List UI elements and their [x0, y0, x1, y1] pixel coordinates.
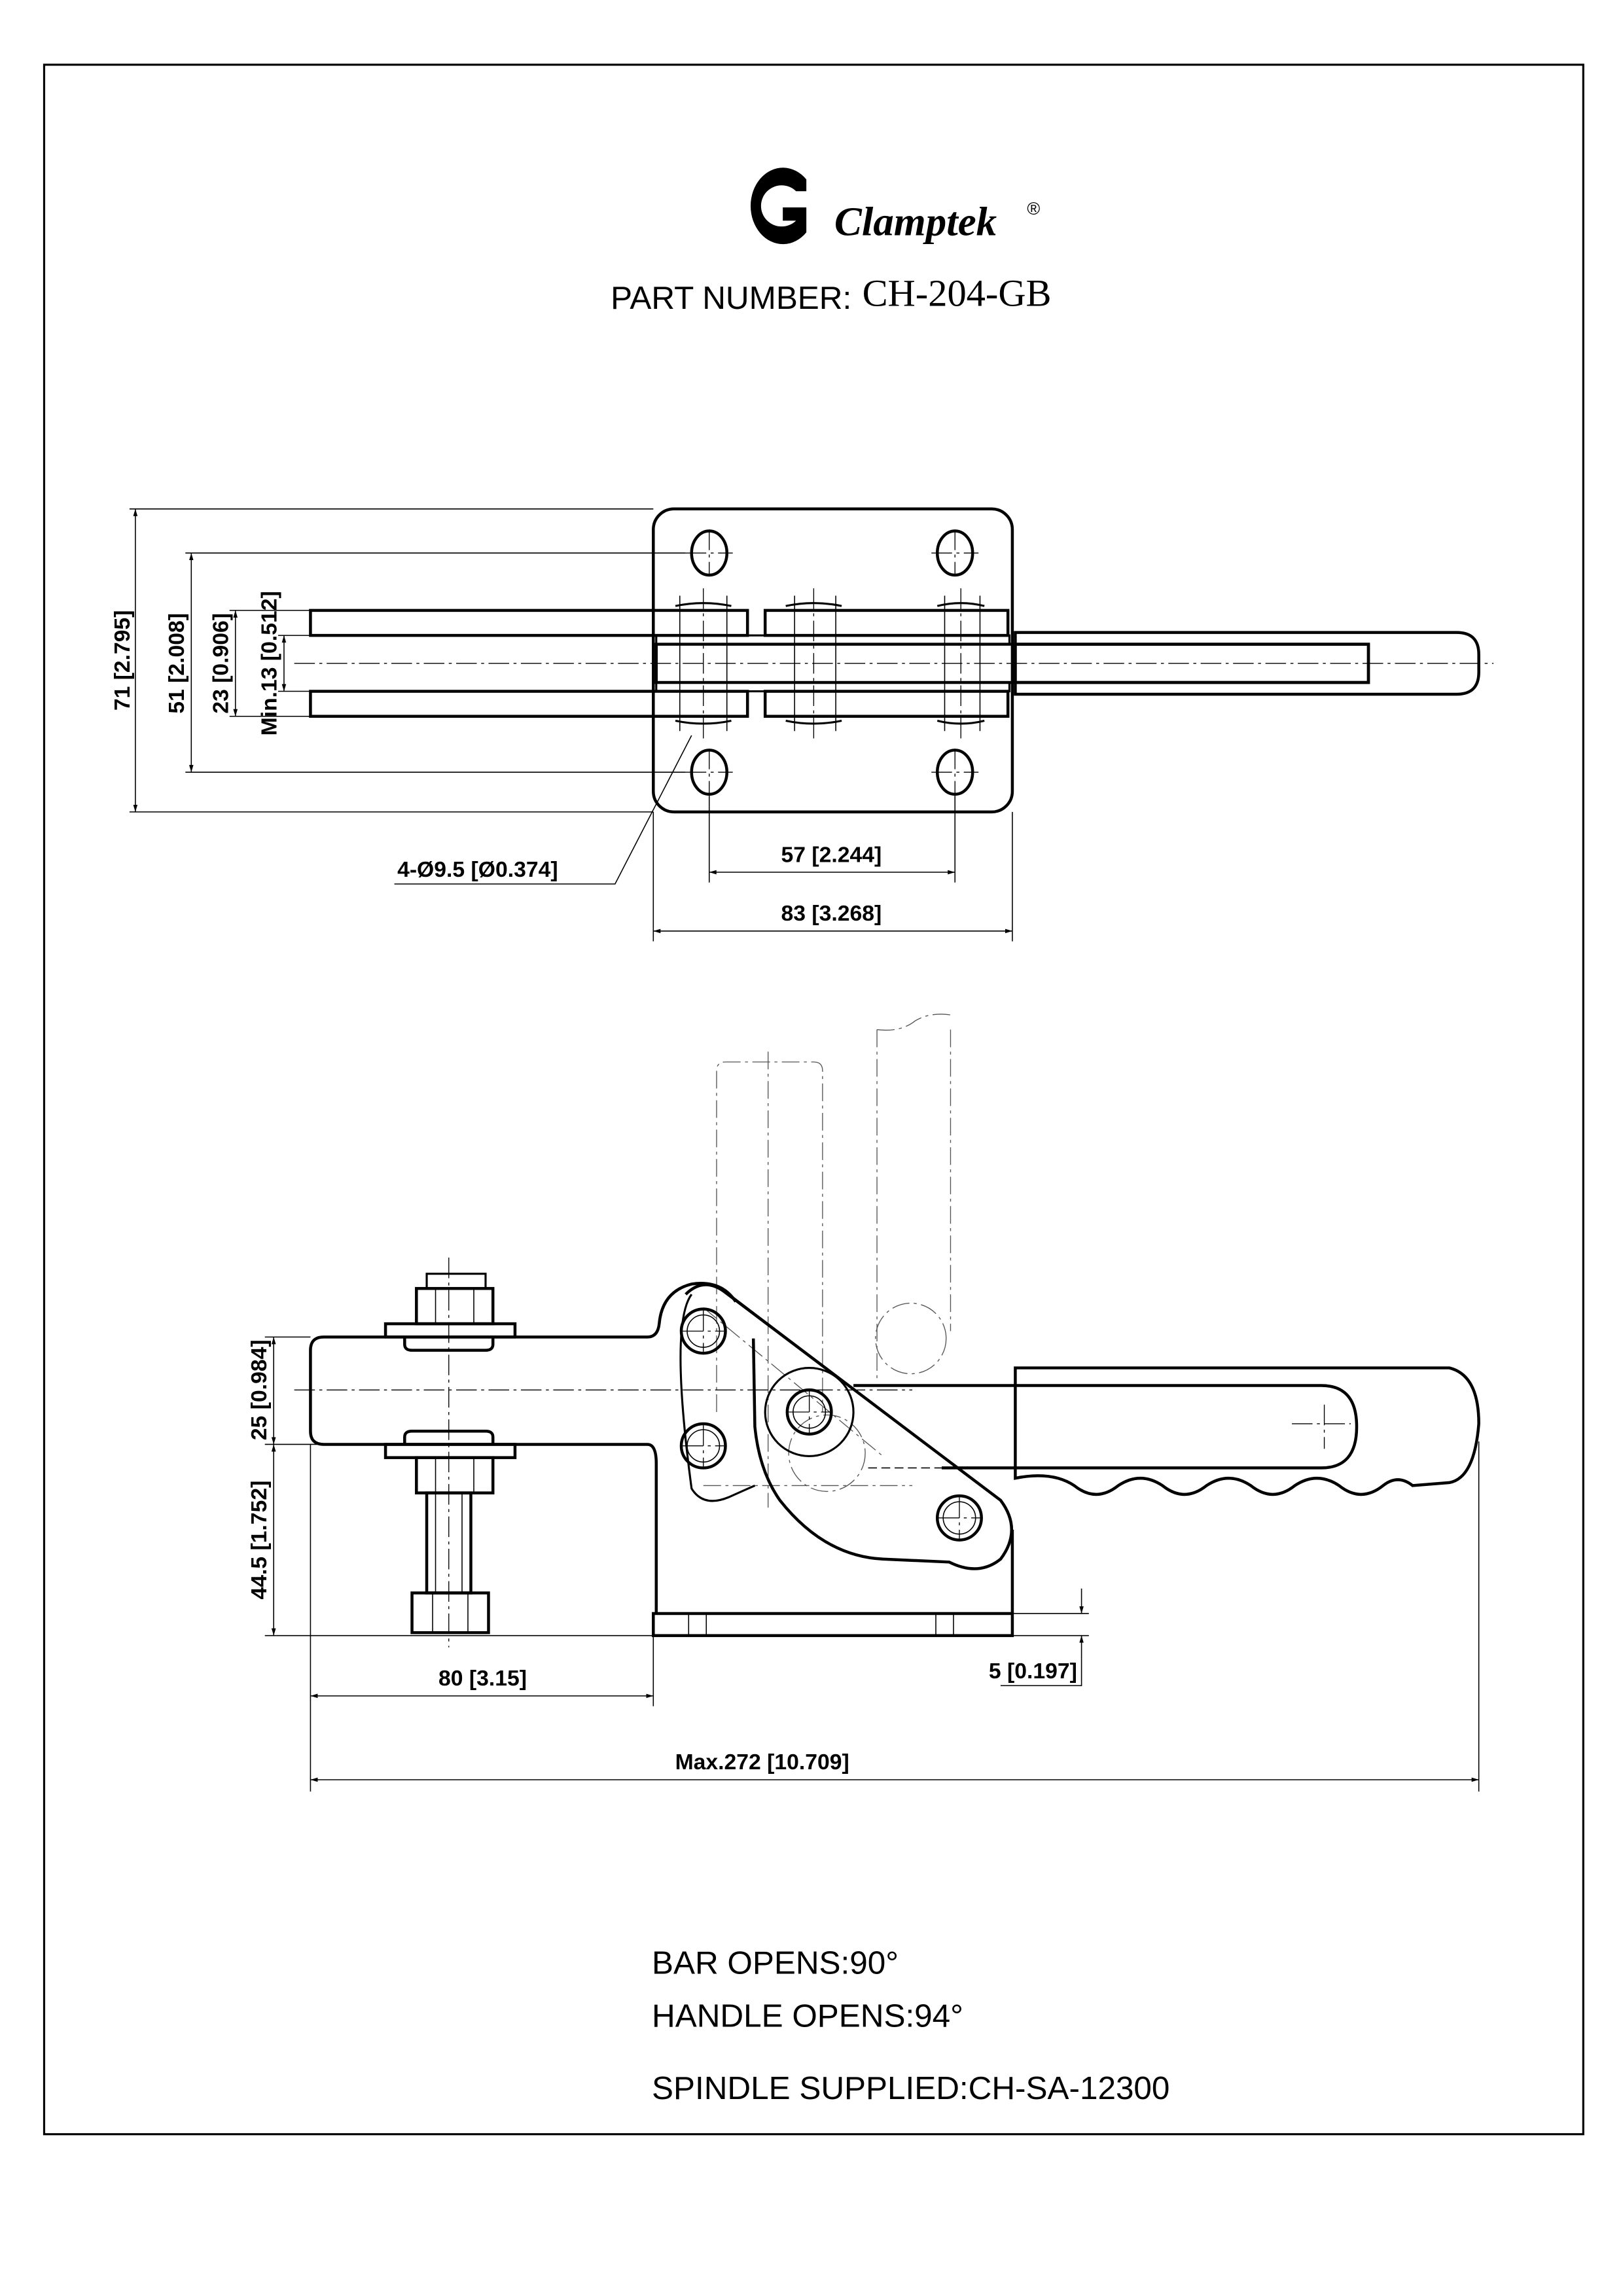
part-number-label: PART NUMBER:	[611, 280, 851, 316]
dim-overall-height: 71 [2.795]	[110, 610, 135, 711]
dim-bar-gap-min: Min.13 [0.512]	[257, 591, 282, 735]
dim-bar-to-base: 44.5 [1.752]	[247, 1481, 272, 1600]
side-view: 25 [0.984] 44.5 [1.752] 80 [3.15] 5 [0.1…	[247, 1014, 1480, 1792]
registered-mark: ®	[1027, 199, 1040, 219]
base-plate	[652, 507, 1014, 814]
pivot-pins	[679, 1307, 983, 1542]
dim-hole-spacing-horizontal: 57 [2.244]	[781, 842, 882, 867]
mounting-holes	[685, 529, 979, 796]
sheet-border	[43, 63, 1584, 2136]
note-spindle-supplied: SPINDLE SUPPLIED:CH-SA-12300	[652, 2070, 1169, 2106]
part-number: CH-204-GB	[863, 272, 1052, 315]
link-plate	[685, 1283, 1013, 1570]
dim-holes: 4-Ø9.5 [Ø0.374]	[397, 857, 558, 882]
dim-base-thickness: 5 [0.197]	[989, 1659, 1077, 1684]
dim-overall-length: Max.272 [10.709]	[675, 1750, 849, 1775]
dim-bar-reach: 80 [3.15]	[438, 1666, 527, 1691]
handle-side	[853, 1366, 1480, 1496]
dim-base-width: 83 [3.268]	[781, 901, 882, 926]
brand-name: Clamptek	[834, 199, 997, 245]
clamptek-logo: Clamptek ®	[750, 168, 1040, 245]
side-base	[652, 1612, 1014, 1637]
spindle-assembly	[383, 1257, 517, 1648]
open-position-phantom	[703, 1014, 952, 1508]
note-handle-opens: HANDLE OPENS:94°	[652, 1998, 963, 2034]
dim-hole-spacing-vertical: 51 [2.008]	[164, 613, 189, 714]
clamp-arm	[309, 1282, 738, 1614]
dim-bar-outer-width: 23 [0.906]	[209, 613, 234, 714]
clamp-bars	[309, 588, 1010, 743]
dim-bar-height: 25 [0.984]	[247, 1339, 272, 1440]
top-view: 71 [2.795] 51 [2.008] 23 [0.906] Min.13 …	[110, 507, 1494, 942]
note-bar-opens: BAR OPENS:90°	[652, 1945, 899, 1981]
